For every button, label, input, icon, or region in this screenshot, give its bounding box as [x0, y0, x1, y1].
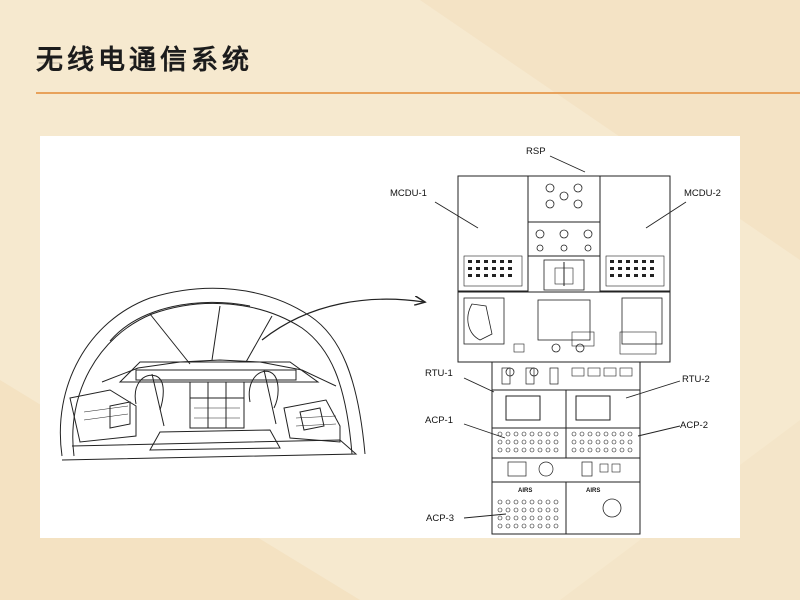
pedestal-detail [457, 175, 671, 535]
label-rtu2: RTU-2 [682, 374, 710, 385]
cockpit-radio-diagram: RSP MCDU-1 MCDU-2 RTU-1 RTU-2 ACP-1 ACP-… [59, 146, 721, 535]
label-airs-right: AIRS [586, 488, 600, 494]
mcdu2-unit [599, 175, 671, 292]
label-rsp: RSP [526, 146, 546, 157]
label-airs-left: AIRS [518, 488, 532, 494]
label-mcdu2: MCDU-2 [684, 188, 721, 199]
label-mcdu1: MCDU-1 [390, 188, 427, 199]
rsp-unit [527, 175, 601, 223]
label-acp3: ACP-3 [426, 513, 454, 524]
label-acp2: ACP-2 [680, 420, 708, 431]
mcdu-keypads [468, 260, 654, 277]
label-rtu1: RTU-1 [425, 368, 453, 379]
pointer-arrow [261, 299, 424, 341]
label-acp1: ACP-1 [425, 415, 453, 426]
mcdu1-unit [457, 175, 529, 292]
title-divider [36, 92, 800, 94]
slide-title: 无线电通信系统 [36, 45, 253, 76]
slide-title-reflection: 无线电通信系统 [36, 62, 253, 68]
cockpit-overview [59, 287, 366, 461]
acp-buttons [497, 431, 633, 529]
diagram-panel: RSP MCDU-1 MCDU-2 RTU-1 RTU-2 ACP-1 ACP-… [40, 136, 740, 538]
leader-lines [434, 155, 687, 519]
rsp-knobs [505, 183, 593, 377]
